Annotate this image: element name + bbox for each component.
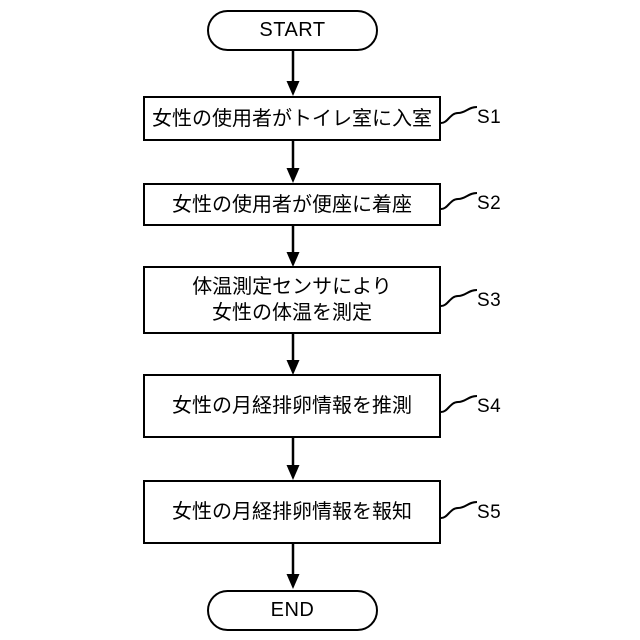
step-ref-s3: S3 — [477, 290, 502, 311]
start-label: START — [259, 19, 326, 41]
step-leader-s3 — [441, 289, 478, 307]
step-ref-s5: S5 — [477, 502, 502, 523]
step-ref-s1: S1 — [477, 107, 502, 128]
step-leader-s5 — [441, 501, 478, 519]
connector-s1-to-s2 — [286, 141, 300, 183]
connector-s4-to-s5 — [286, 438, 300, 480]
process-box-s3: 体温測定センサにより 女性の体温を測定 — [143, 266, 441, 334]
step-ref-s2: S2 — [477, 193, 502, 214]
process-text-s2: 女性の使用者が便座に着座 — [172, 193, 412, 216]
process-box-s2: 女性の使用者が便座に着座 — [143, 183, 441, 226]
step-leader-s2 — [441, 192, 478, 210]
start-terminator: START — [207, 10, 378, 51]
process-text-s4: 女性の月経排卵情報を推測 — [172, 395, 412, 417]
connector-s2-to-s3 — [286, 226, 300, 267]
process-text-s3: 体温測定センサにより 女性の体温を測定 — [192, 276, 392, 324]
process-box-s4: 女性の月経排卵情報を推測 — [143, 374, 441, 438]
connector-s5-to-end — [286, 544, 300, 589]
step-ref-s4: S4 — [477, 396, 502, 417]
connector-start-to-s1 — [286, 51, 300, 96]
process-text-s5: 女性の月経排卵情報を報知 — [172, 501, 412, 523]
step-leader-s1 — [441, 106, 478, 124]
end-label: END — [270, 599, 315, 621]
process-text-s1: 女性の使用者がトイレ室に入室 — [152, 107, 432, 130]
process-box-s1: 女性の使用者がトイレ室に入室 — [143, 96, 441, 141]
process-box-s5: 女性の月経排卵情報を報知 — [143, 480, 441, 544]
step-leader-s4 — [441, 395, 478, 413]
end-terminator: END — [207, 590, 378, 631]
connector-s3-to-s4 — [286, 334, 300, 375]
